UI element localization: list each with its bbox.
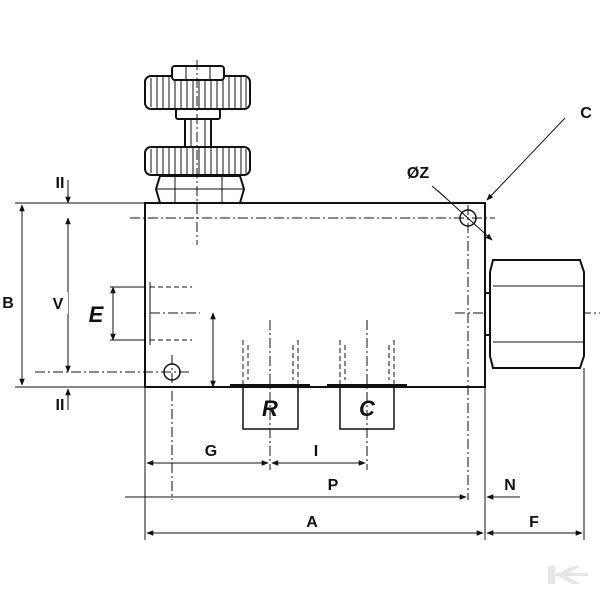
adjusting-knob-assembly — [144, 60, 251, 245]
dimension-i-label: I — [314, 443, 318, 460]
dimension-oz-label: ØZ — [407, 165, 429, 182]
dimension-b: B — [0, 202, 145, 388]
dimension-e-label: E — [89, 302, 105, 327]
port-r: R — [230, 320, 310, 470]
port-c: C — [327, 320, 407, 470]
dimension-p-label: P — [328, 477, 339, 494]
ii-bottom-label: II — [56, 397, 65, 414]
port-e: E — [89, 278, 200, 350]
dimension-oz: ØZ — [407, 165, 493, 241]
port-c-label: C — [359, 396, 376, 421]
side-port-fitting — [484, 259, 585, 369]
dimension-g-label: G — [205, 443, 217, 460]
dimension-p: P — [125, 477, 467, 500]
dimension-f-label: F — [529, 514, 539, 531]
dimension-v-label: V — [53, 296, 64, 313]
dimension-n-label: N — [504, 477, 516, 494]
k-logo-icon — [548, 566, 588, 584]
dimension-c-pointer: C — [486, 105, 592, 201]
dimension-n: N — [486, 477, 520, 500]
dimension-f: F — [486, 514, 583, 536]
ii-top-label: II — [56, 175, 65, 192]
dimension-v: V II II — [50, 175, 71, 414]
dimension-i: I — [271, 443, 366, 466]
dimension-b-label: B — [2, 295, 14, 312]
dimension-c-label: C — [580, 105, 592, 122]
port-r-label: R — [262, 396, 278, 421]
dimension-a-label: A — [306, 514, 318, 531]
dimension-g: G — [146, 443, 269, 466]
dimension-a: A — [146, 514, 484, 536]
